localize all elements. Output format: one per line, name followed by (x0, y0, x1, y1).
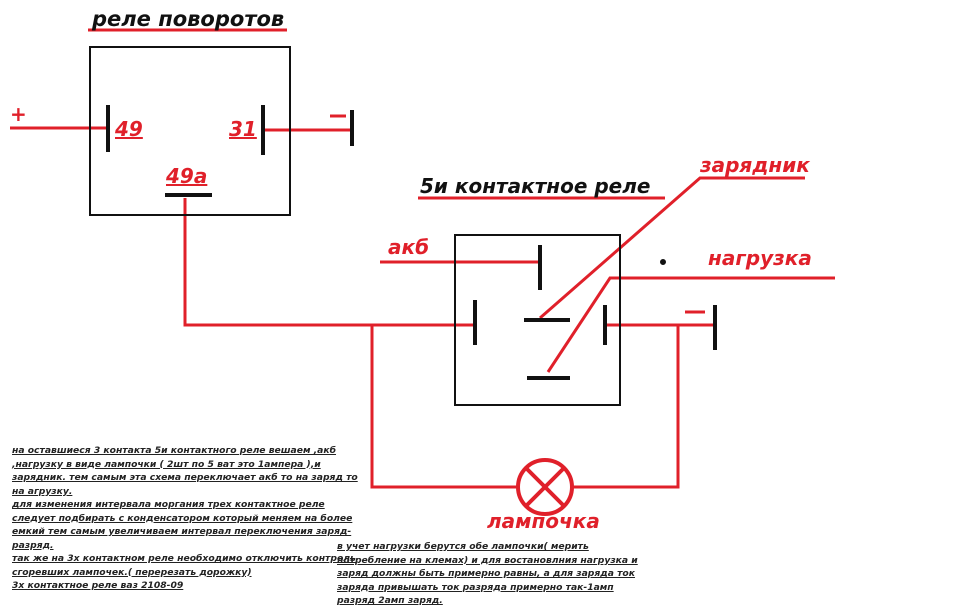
wire-49a-to-relay2 (183, 198, 473, 327)
components (89, 46, 717, 406)
note-line: в учет нагрузки берутся обе лампочки( ме… (337, 541, 589, 552)
charger-leader (539, 176, 805, 320)
note-line: 3х контактное реле ваз 2108-09 (12, 580, 184, 591)
plus-label: + (10, 102, 27, 126)
lamp-wire-left (370, 325, 518, 489)
note-line: так же на 3х контактном реле необходимо … (12, 553, 356, 564)
load-label: нагрузка (708, 246, 812, 270)
pin-49a-label: 49a (165, 164, 207, 188)
notes-left: на оставшиеся 3 контакта 5и контактного … (12, 444, 358, 593)
relay1-title: реле поворотов (91, 7, 284, 31)
wires (10, 28, 835, 516)
note-line: потребление на клемах) и для востановлни… (337, 554, 638, 566)
akb-label: акб (388, 235, 429, 259)
note-line: сгоревших лампочек.( перерезать дорожку) (12, 566, 252, 578)
note-line: заряда привышать ток разряда примерно та… (337, 581, 614, 593)
lamp-icon (516, 458, 574, 516)
note-line: разряд 2амп заряд. (337, 595, 443, 606)
note-line: для изменения интервала моргания трех ко… (12, 499, 325, 510)
pin-31-label: 31 (229, 117, 257, 141)
note-line: следует подбирать с конденсатором которы… (12, 512, 353, 524)
note-line: заряд должны быть примерно равны, а для … (337, 568, 635, 579)
relay2-title: 5и контактное реле (420, 174, 650, 198)
note-line: разряд. (12, 539, 54, 551)
load-leader (546, 276, 835, 373)
five-pin-relay-box (454, 234, 621, 406)
note-line: на агрузку. (12, 485, 73, 497)
pin-49-label: 49 (114, 117, 143, 141)
lamp-label: лампочка (487, 509, 600, 533)
note-line: ,нагрузку в виде лампочки ( 2шт по 5 ват… (12, 458, 321, 470)
charger-label: зарядник (699, 153, 810, 177)
notes-right: в учет нагрузки берутся обе лампочки( ме… (337, 540, 638, 608)
note-line: на оставшиеся 3 контакта 5и контактного … (12, 445, 337, 456)
lamp-wire-right (572, 325, 680, 489)
turn-relay-box (89, 46, 291, 216)
note-line: емкий тем самым увеличиваем интервал пер… (12, 526, 352, 537)
note-line: зарядник. тем самым эта схема переключае… (12, 472, 358, 483)
